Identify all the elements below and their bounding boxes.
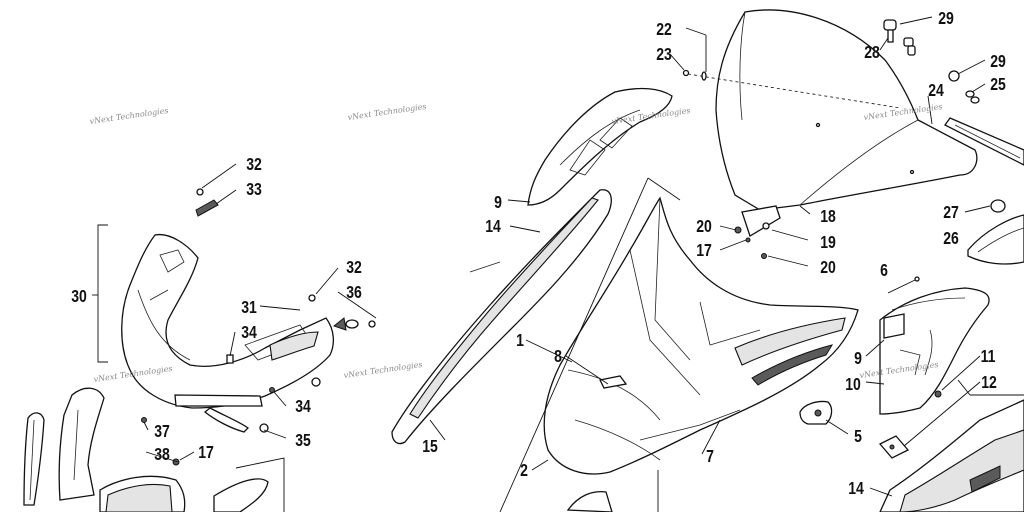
callout-label: 14 bbox=[485, 216, 501, 236]
callout-label: 17 bbox=[696, 240, 712, 260]
callout-label: 7 bbox=[706, 446, 714, 466]
callout-label: 19 bbox=[820, 232, 836, 252]
callout-label: 9 bbox=[494, 192, 502, 212]
clip-34 bbox=[227, 355, 233, 363]
windshield bbox=[716, 10, 977, 210]
watermark: vNext Technologies bbox=[343, 360, 423, 380]
callout-label: 28 bbox=[864, 42, 880, 62]
callout-label: 8 bbox=[554, 346, 562, 366]
callout-label: 20 bbox=[696, 216, 712, 236]
callout-label: 36 bbox=[346, 282, 362, 302]
callout-label: 20 bbox=[820, 257, 836, 277]
watermark: vNext Technologies bbox=[347, 102, 427, 122]
callout-label: 35 bbox=[295, 430, 311, 450]
grommet-27 bbox=[991, 200, 1005, 212]
callout-label: 23 bbox=[656, 44, 672, 64]
callout-label: 9 bbox=[854, 348, 862, 368]
screw-23 bbox=[684, 71, 689, 76]
callout-label: 17 bbox=[198, 442, 214, 462]
callout-label: 38 bbox=[154, 444, 170, 464]
callout-label: 32 bbox=[246, 154, 262, 174]
upper-side-panel-9 bbox=[528, 89, 672, 205]
grommet-35 bbox=[312, 378, 320, 386]
hood-assembly bbox=[544, 198, 858, 474]
callout-label: 30 bbox=[71, 286, 87, 306]
screw-6 bbox=[915, 277, 919, 281]
screw-32 bbox=[197, 189, 203, 195]
callout-label: 6 bbox=[880, 260, 888, 280]
left-trim-pieces bbox=[24, 388, 284, 512]
screw-11 bbox=[935, 391, 941, 397]
callout-label: 32 bbox=[346, 257, 362, 277]
clip-12 bbox=[880, 436, 908, 458]
callout-label: 5 bbox=[854, 426, 862, 446]
callout-label: 14 bbox=[848, 478, 864, 498]
callout-label: 24 bbox=[928, 80, 944, 100]
clip-5 bbox=[800, 401, 832, 424]
callout-label: 26 bbox=[943, 228, 959, 248]
callout-label: 34 bbox=[241, 322, 257, 342]
strap-33 bbox=[196, 200, 218, 216]
lower-right-panel-14 bbox=[880, 400, 1024, 512]
callout-label: 11 bbox=[981, 346, 996, 366]
hardware-28-29 bbox=[884, 20, 979, 103]
front-nose-30 bbox=[122, 235, 334, 432]
callout-label: 27 bbox=[943, 202, 959, 222]
callout-label: 1 bbox=[516, 330, 524, 350]
callout-label: 29 bbox=[938, 8, 954, 28]
callout-label: 37 bbox=[154, 421, 170, 441]
bracket-19 bbox=[735, 206, 780, 259]
arrow-marker bbox=[334, 318, 346, 330]
callout-label: 22 bbox=[656, 19, 672, 39]
callout-label: 31 bbox=[241, 297, 257, 317]
screw-32b bbox=[309, 295, 315, 301]
callout-label: 12 bbox=[981, 372, 997, 392]
callout-label: 29 bbox=[990, 51, 1006, 71]
callout-label: 2 bbox=[520, 460, 528, 480]
right-side-panel bbox=[880, 288, 989, 414]
callout-labels: 1 2 5 6 7 8 9 9 10 11 12 14 14 15 17 17 … bbox=[71, 8, 1006, 498]
leader-lines bbox=[144, 17, 990, 496]
callout-label: 15 bbox=[422, 436, 438, 456]
callout-label: 33 bbox=[246, 179, 262, 199]
trim-strip-14-15 bbox=[392, 190, 611, 444]
callout-label: 25 bbox=[990, 74, 1006, 94]
watermark: vNext Technologies bbox=[89, 106, 169, 126]
callout-label: 18 bbox=[820, 206, 836, 226]
callout-label: 34 bbox=[295, 396, 311, 416]
windshield-mount bbox=[945, 118, 1024, 165]
mirror-26 bbox=[968, 215, 1024, 264]
callout-label: 10 bbox=[845, 374, 861, 394]
